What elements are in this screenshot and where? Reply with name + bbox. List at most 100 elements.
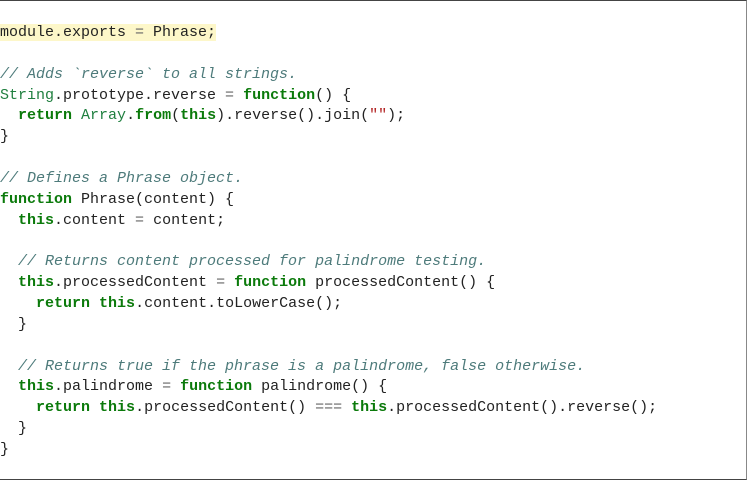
code-line-content: // Returns content processed for palindr… <box>0 253 486 270</box>
code-token-operator: = <box>135 24 145 41</box>
code-line-content: String.prototype.reverse = function() { <box>0 87 351 104</box>
code-token-builtin: Array <box>81 107 127 125</box>
code-token-plain: Phrase; <box>144 24 217 41</box>
code-token-keyword: from <box>135 107 172 125</box>
code-token-plain: ( <box>171 107 181 125</box>
code-line-content: } <box>0 420 27 437</box>
code-line[interactable]: return this.processedContent() === this.… <box>0 398 746 419</box>
code-token-plain <box>225 274 234 291</box>
code-line[interactable]: function Phrase(content) { <box>0 190 746 211</box>
code-line[interactable]: } <box>0 419 746 440</box>
code-token-plain <box>0 378 18 395</box>
code-token-string: "" <box>369 107 388 125</box>
code-token-keyword: function <box>180 378 253 396</box>
code-token-plain: module.exports <box>0 24 136 41</box>
code-token-plain: () { <box>315 86 352 104</box>
code-token-plain: .processedContent <box>54 274 217 292</box>
code-line[interactable]: this.content = content; <box>0 211 746 232</box>
code-token-plain: .content.toLowerCase(); <box>135 294 343 312</box>
code-line[interactable]: this.palindrome = function palindrome() … <box>0 377 746 398</box>
code-line[interactable] <box>0 44 746 65</box>
code-token-plain: .processedContent().reverse(); <box>387 399 658 417</box>
code-token-plain: processedContent() { <box>306 274 496 292</box>
code-token-plain <box>171 378 180 395</box>
code-line[interactable]: module.exports = Phrase; <box>0 23 746 44</box>
code-token-keyword: return <box>36 294 91 312</box>
code-token-plain: } <box>0 315 28 333</box>
code-line[interactable]: } <box>0 127 746 148</box>
code-token-plain: ); <box>387 107 406 125</box>
code-token-comment: // Adds `reverse` to all strings. <box>0 65 298 83</box>
code-token-keyword: function <box>234 274 307 292</box>
code-token-operator: === <box>315 399 343 417</box>
code-token-plain <box>342 399 351 416</box>
code-line-content: return this.content.toLowerCase(); <box>0 295 342 312</box>
code-token-plain: . <box>126 107 136 125</box>
code-token-plain <box>90 295 99 312</box>
code-line[interactable]: } <box>0 440 746 461</box>
code-token-operator: = <box>135 211 145 229</box>
code-token-plain: .processedContent() <box>135 399 316 417</box>
code-token-plain <box>0 253 18 270</box>
code-token-plain <box>0 295 36 312</box>
code-token-comment: // Returns content processed for palindr… <box>18 253 487 271</box>
code-line-content: this.palindrome = function palindrome() … <box>0 378 387 395</box>
code-token-plain <box>0 274 18 291</box>
code-token-plain: .prototype.reverse <box>54 86 226 104</box>
code-token-plain <box>0 107 18 124</box>
code-line-content: // Defines a Phrase object. <box>0 170 243 187</box>
code-token-plain <box>72 107 81 124</box>
code-token-plain: ).reverse().join( <box>216 107 370 125</box>
code-block[interactable]: module.exports = Phrase; // Adds `reverse… <box>0 23 746 461</box>
code-token-keyword: this <box>351 399 388 417</box>
code-line-content: // Returns true if the phrase is a palin… <box>0 358 585 375</box>
code-token-plain: } <box>0 128 10 146</box>
code-token-plain <box>0 399 36 416</box>
code-line[interactable] <box>0 231 746 252</box>
code-line-content: // Adds `reverse` to all strings. <box>0 66 297 83</box>
code-token-plain: .palindrome <box>54 378 163 396</box>
code-line-content: } <box>0 441 9 458</box>
code-token-builtin: String <box>0 86 55 104</box>
code-line[interactable]: // Adds `reverse` to all strings. <box>0 65 746 86</box>
code-token-keyword: return <box>36 399 91 417</box>
code-line[interactable] <box>0 336 746 357</box>
code-line-content: } <box>0 128 9 145</box>
code-token-keyword: this <box>99 399 136 417</box>
code-token-operator: = <box>216 274 226 292</box>
code-token-plain <box>0 212 18 229</box>
code-line[interactable]: // Returns true if the phrase is a palin… <box>0 357 746 378</box>
code-token-plain: .content <box>54 211 136 229</box>
code-line[interactable]: String.prototype.reverse = function() { <box>0 86 746 107</box>
code-line-content: this.content = content; <box>0 212 225 229</box>
code-token-comment: // Returns true if the phrase is a palin… <box>18 357 586 375</box>
code-line[interactable]: this.processedContent = function process… <box>0 273 746 294</box>
code-token-keyword: return <box>18 107 73 125</box>
code-token-operator: = <box>225 86 235 104</box>
code-token-plain: content; <box>144 211 226 229</box>
code-line-content: } <box>0 316 27 333</box>
code-token-plain: } <box>0 440 10 458</box>
code-token-keyword: this <box>18 274 55 292</box>
code-token-plain: } <box>0 420 28 438</box>
code-token-comment: // Defines a Phrase object. <box>0 169 244 187</box>
code-token-plain: palindrome() { <box>252 378 388 396</box>
code-token-plain <box>90 399 99 416</box>
code-line-content: return this.processedContent() === this.… <box>0 399 657 416</box>
code-token-plain <box>234 87 243 104</box>
code-line[interactable]: // Defines a Phrase object. <box>0 169 746 190</box>
code-token-operator: = <box>162 378 172 396</box>
code-line[interactable]: return Array.from(this).reverse().join("… <box>0 106 746 127</box>
code-token-plain: Phrase(content) { <box>72 190 235 208</box>
code-line-content: return Array.from(this).reverse().join("… <box>0 107 405 124</box>
code-line-content: this.processedContent = function process… <box>0 274 495 291</box>
code-line-content: module.exports = Phrase; <box>0 24 217 41</box>
code-line[interactable]: } <box>0 315 746 336</box>
code-token-plain <box>0 358 18 375</box>
code-line-content: function Phrase(content) { <box>0 191 234 208</box>
code-line[interactable] <box>0 148 746 169</box>
code-token-keyword: this <box>180 107 217 125</box>
code-line[interactable]: return this.content.toLowerCase(); <box>0 294 746 315</box>
code-line[interactable]: // Returns content processed for palindr… <box>0 252 746 273</box>
